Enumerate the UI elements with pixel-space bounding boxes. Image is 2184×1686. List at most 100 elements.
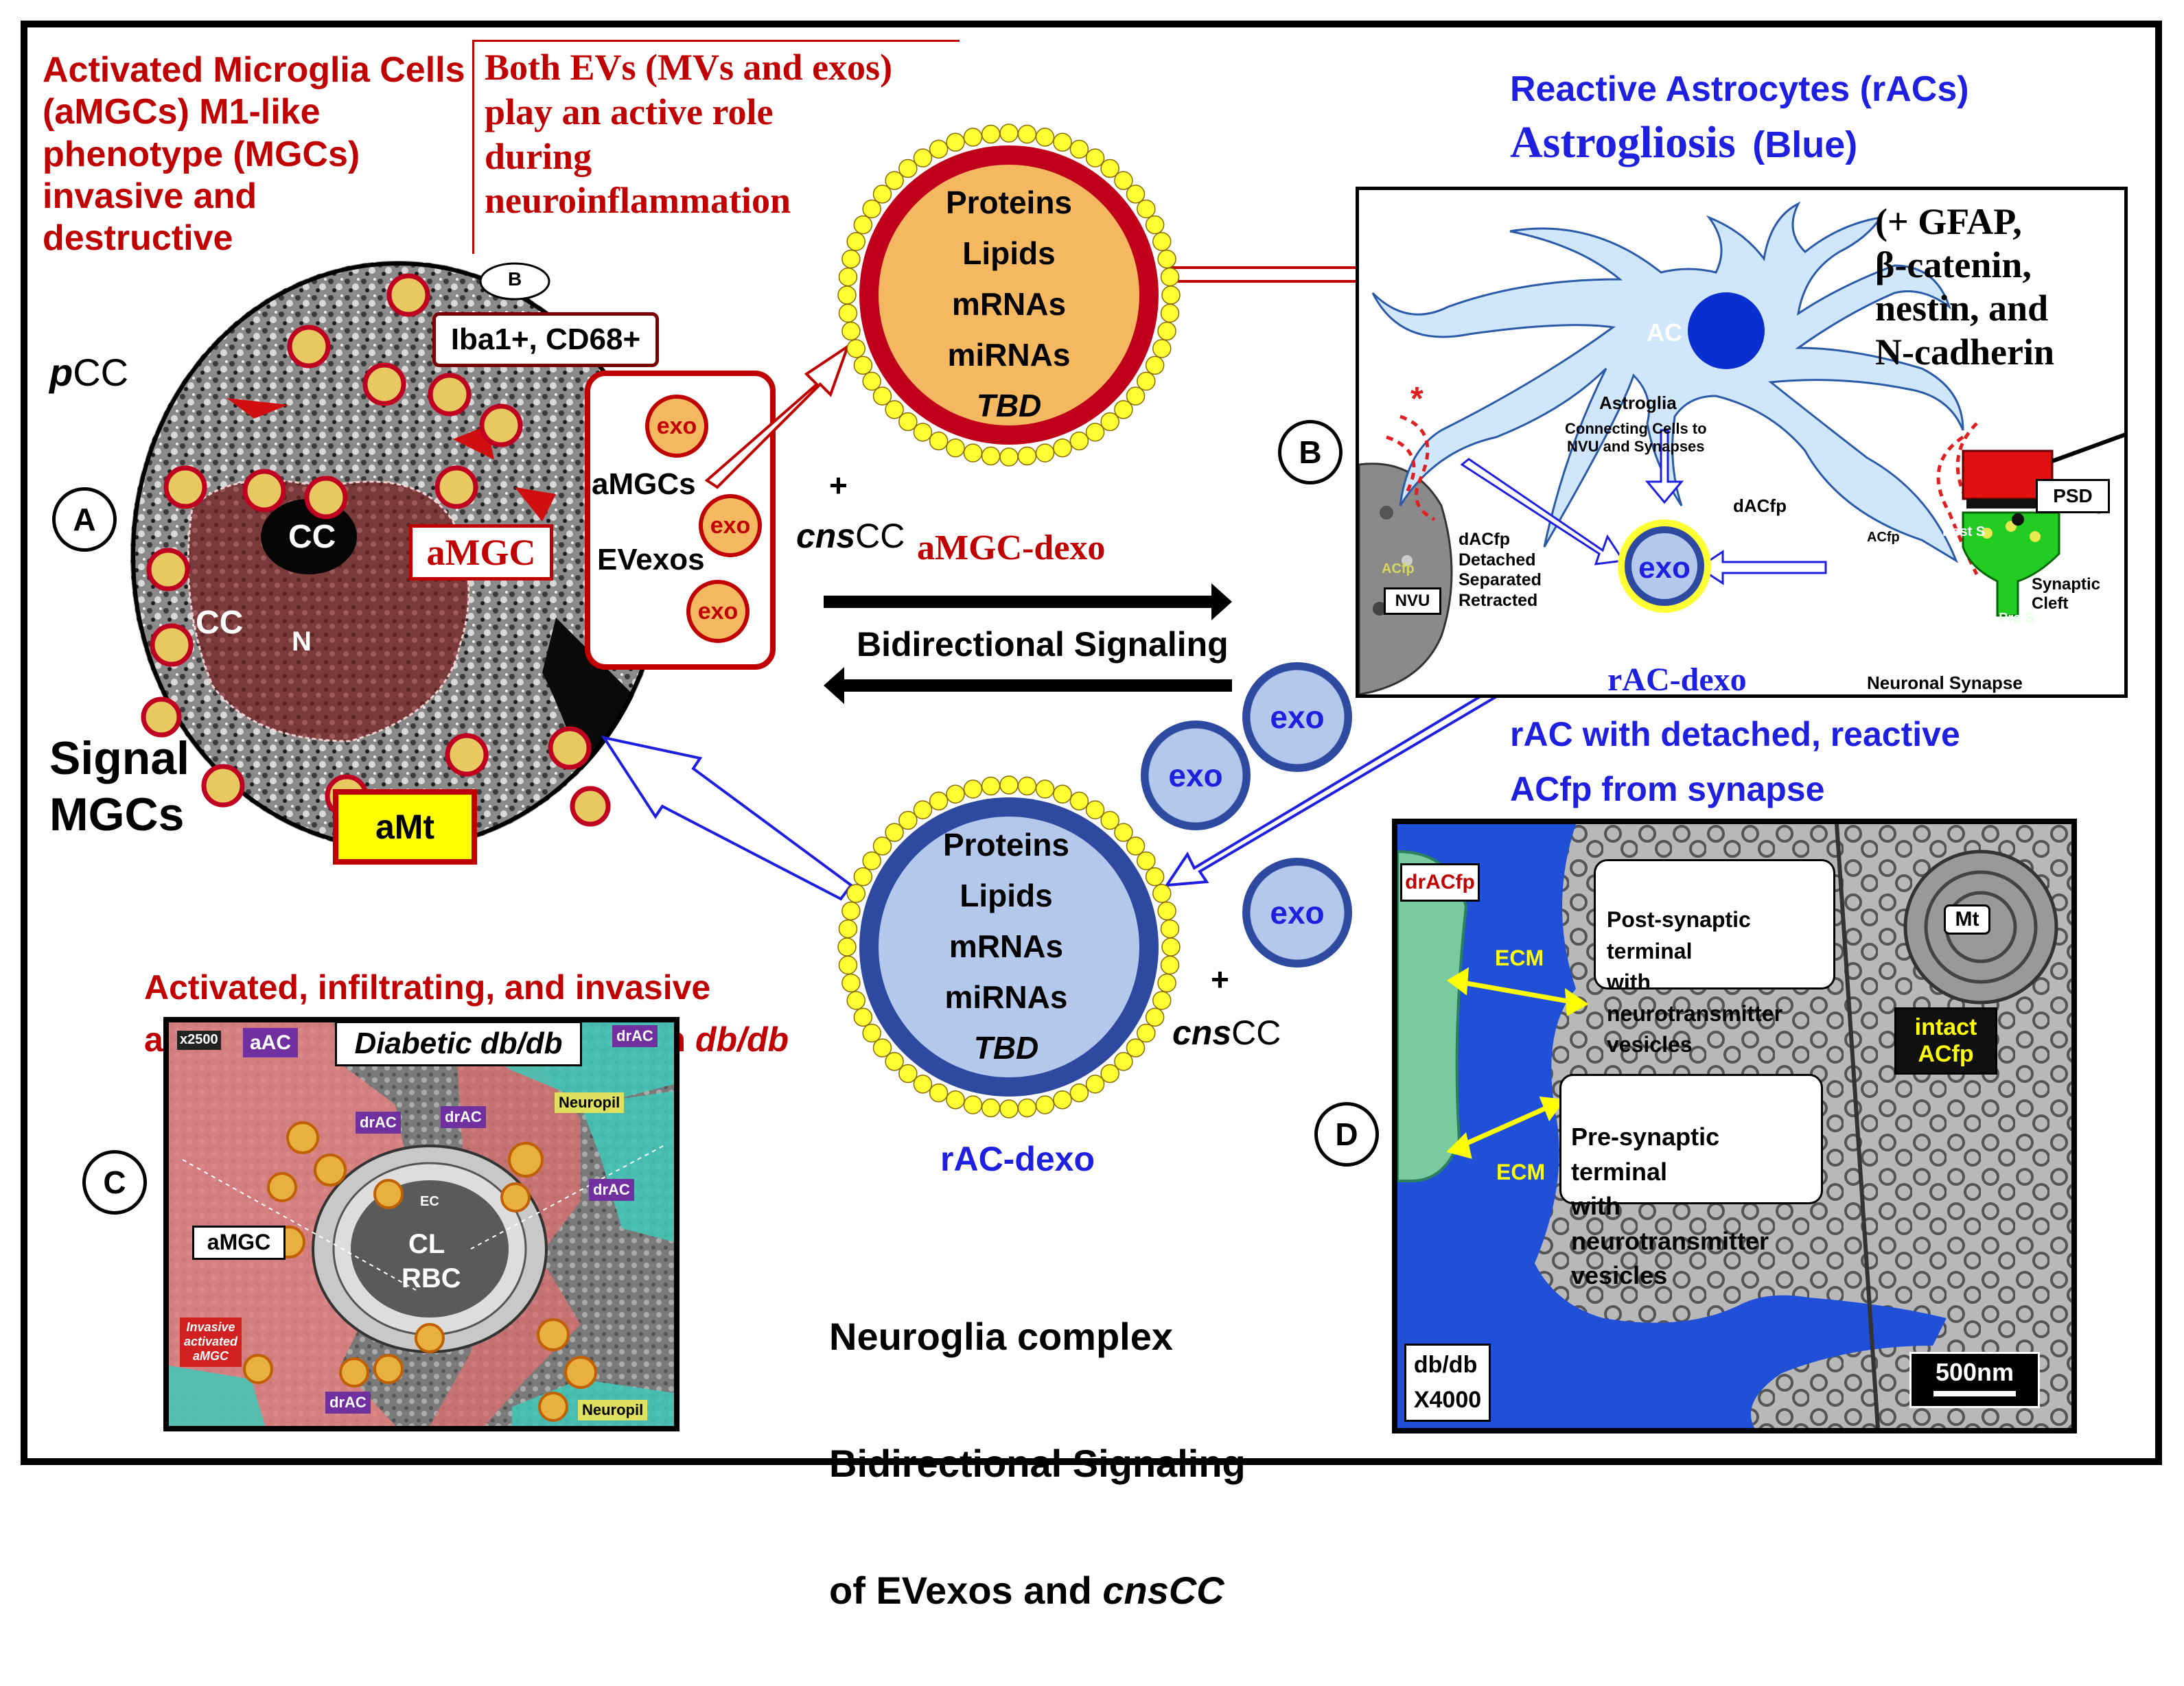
membrane-bead (1035, 1095, 1055, 1114)
amgc-dexo-proteins: Proteins (945, 185, 1073, 220)
rac-dexo-contents: Proteins Lipids mRNAs miRNAs TBD (917, 819, 1095, 1073)
floating-exo-2: exo (1141, 721, 1251, 830)
rac-dexo-cnscc: cnsCC (1172, 1014, 1281, 1052)
arrow-left-to-exo (1460, 458, 1625, 565)
membrane-bead (963, 443, 983, 463)
membrane-bead (1152, 232, 1172, 251)
membrane-bead (1069, 1083, 1089, 1103)
membrane-bead (1069, 431, 1089, 451)
membrane-bead (862, 1023, 881, 1043)
rac-dexo-mrnas: mRNAs (949, 928, 1064, 964)
membrane-bead (1100, 159, 1119, 178)
rac-dexo-small-label: rAC-dexo (1607, 661, 1747, 698)
cc-label-left: CC (196, 605, 244, 641)
membrane-bead (946, 438, 965, 458)
membrane-bead (929, 791, 949, 811)
membrane-bead (837, 937, 857, 957)
membrane-bead (1137, 371, 1156, 391)
evexo-exo-1: exo (645, 395, 708, 458)
amgc-dexo-contents: Proteins Lipids mRNAs miRNAs TBD (920, 177, 1098, 431)
membrane-bead (838, 955, 858, 975)
panel-c-em (169, 1022, 674, 1426)
amgc-dexo-tbd: TBD (976, 388, 1042, 423)
panel-c-title: Diabetic db/db (335, 1021, 582, 1066)
membrane-bead (1161, 285, 1181, 305)
membrane-bead (841, 321, 861, 341)
membrane-bead (846, 884, 866, 903)
membrane-bead (1114, 400, 1133, 419)
membrane-bead (1069, 791, 1089, 811)
membrane-bead (1017, 446, 1037, 466)
arrow-rac-dexo-to-amgc (601, 736, 853, 901)
astrocyte-diagram: AC exo * (1359, 201, 2124, 694)
neuroglia-caption-line3: of EVexos and cnsCC (829, 1568, 1224, 1612)
membrane-bead (838, 303, 858, 323)
ev-note: Both EVs (MVs and exos) play an active r… (485, 47, 893, 222)
membrane-bead (853, 867, 873, 887)
arrow-right-to-exo (1697, 550, 1827, 585)
panel-d-intact: intact ACfp (1894, 1007, 1997, 1075)
panel-c-drac-3: drAC (441, 1106, 486, 1128)
rac-dexo-tbd: TBD (973, 1030, 1039, 1066)
membrane-bead (898, 159, 918, 178)
membrane-bead (872, 185, 892, 204)
membrane-bead (898, 1064, 918, 1084)
membrane-bead (885, 171, 904, 190)
membrane-bead (929, 139, 949, 159)
membrane-bead (853, 215, 873, 235)
membrane-bead (999, 447, 1019, 467)
membrane-bead (1126, 386, 1146, 406)
membrane-bead (999, 775, 1019, 795)
evexo-exo-3: exo (686, 580, 750, 643)
arrow-exo-to-amgc-dexo (704, 342, 850, 489)
panel-c-rbc: RBC (402, 1263, 461, 1293)
membrane-bead (885, 823, 904, 842)
panel-d-post-box: Post-synaptic terminal with neurotransmi… (1594, 859, 1835, 1057)
membrane-bead (999, 124, 1019, 143)
membrane-bead (846, 232, 866, 251)
amgc-dexo-vesicle (837, 124, 1181, 467)
membrane-bead (1114, 1052, 1133, 1071)
membrane-bead (946, 1090, 965, 1110)
membrane-bead (981, 124, 1001, 144)
rac-dexo-plus: + (1211, 961, 1229, 997)
panel-c-neuropil-2: Neuropil (578, 1400, 648, 1420)
ev-note-bracket (472, 40, 960, 254)
membrane-bead (946, 784, 965, 804)
membrane-bead (1069, 139, 1089, 159)
panel-c-ec: EC (420, 1194, 439, 1209)
membrane-bead (913, 148, 933, 167)
panel-a-heading: Activated Microglia Cells (aMGCs) M1-lik… (43, 50, 465, 259)
panel-c-drac-1: drAC (612, 1025, 658, 1047)
panel-c-drac-5: drAC (325, 1392, 371, 1414)
neuronal-synapse-label: Neuronal Synapse (1867, 672, 2023, 693)
membrane-bead (1157, 973, 1176, 993)
membrane-bead (885, 1052, 904, 1071)
membrane-bead (1126, 1038, 1146, 1057)
membrane-bead (1017, 776, 1037, 796)
membrane-bead (1152, 991, 1172, 1010)
membrane-bead (1145, 355, 1165, 375)
amt-label: aMt (333, 789, 477, 865)
membrane-bead (1161, 937, 1181, 957)
astrocyte-body (1371, 201, 1964, 563)
membrane-bead (981, 446, 1001, 466)
panel-d-ecm-bottom: ECM (1496, 1160, 1546, 1184)
membrane-bead (1100, 412, 1119, 432)
membrane-bead (963, 1095, 983, 1114)
membrane-bead (1157, 249, 1176, 269)
membrane-bead (1152, 339, 1172, 358)
nucleus-label: N (292, 627, 312, 657)
nvu-label: NVU (1384, 587, 1441, 615)
figure-frame (21, 21, 2162, 1465)
membrane-bead (1145, 215, 1165, 235)
membrane-bead (846, 339, 866, 358)
amgc-dexo-plus: + (829, 467, 848, 503)
membrane-bead (898, 810, 918, 830)
psd-pointer (2051, 432, 2124, 463)
ac-label: AC (1647, 318, 1682, 347)
membrane-bead (838, 267, 858, 287)
rac-dexo-label: rAC-dexo (940, 1140, 1095, 1178)
svg-text:*: * (1410, 381, 1424, 417)
membrane-bead (963, 128, 983, 147)
